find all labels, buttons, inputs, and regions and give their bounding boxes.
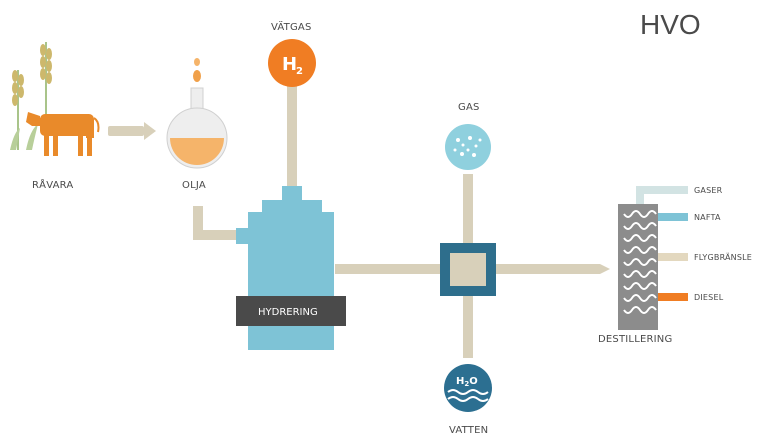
svg-text:FLYGBRÄNSLE: FLYGBRÄNSLE (694, 252, 752, 262)
svg-text:H2O: H2O (456, 376, 478, 388)
pipe-still-arrowhead (600, 264, 610, 274)
hydrogen-circle-icon: H 2 (268, 39, 316, 87)
output-gaser: GASER (636, 186, 723, 204)
pipe-feed-arrowhead (144, 122, 156, 140)
pipe-gas-up (463, 174, 473, 244)
oil-drop-1 (194, 58, 200, 66)
output-diesel: DIESEL (658, 293, 724, 302)
diagram-title: HVO (640, 9, 701, 40)
gas-bubbles-icon (445, 124, 491, 170)
svg-text:NAFTA: NAFTA (694, 213, 721, 222)
distillation-column (618, 204, 658, 330)
label-olja: OLJA (182, 180, 206, 191)
output-flygbransle: FLYGBRÄNSLE (658, 252, 752, 262)
label-destillering: DESTILLERING (598, 334, 672, 345)
pipe-hydrogen-down (287, 86, 297, 186)
svg-text:GASER: GASER (694, 186, 723, 195)
hydrering-label-box (236, 296, 346, 326)
svg-text:H: H (282, 54, 297, 75)
label-vatgas: VÄTGAS (271, 20, 312, 33)
svg-text:2: 2 (296, 66, 303, 77)
pipe-reactor-to-mixer (335, 264, 443, 274)
pipe-oil-right (193, 230, 237, 240)
pipe-water-down (463, 296, 473, 358)
pipe-oil-down (193, 206, 203, 240)
label-ravara: RÅVARA (32, 178, 73, 191)
feedstock-cow-and-wheat-icon (10, 42, 100, 156)
oil-flask-icon (166, 58, 228, 169)
oil-drop-2 (193, 70, 201, 82)
output-nafta: NAFTA (658, 213, 721, 222)
separator-unit (440, 243, 496, 296)
water-waves-icon: H2O (444, 364, 492, 412)
pipe-mixer-to-still (496, 264, 600, 274)
label-vatten: VATTEN (449, 425, 488, 436)
svg-text:DIESEL: DIESEL (694, 293, 724, 302)
cow-icon (26, 112, 100, 156)
hydrogenation-reactor (236, 186, 334, 350)
pipes (108, 86, 610, 358)
label-gas: GAS (458, 102, 480, 113)
pipe-feed-to-oil (108, 126, 144, 136)
label-hydrering: HYDRERING (258, 307, 318, 318)
